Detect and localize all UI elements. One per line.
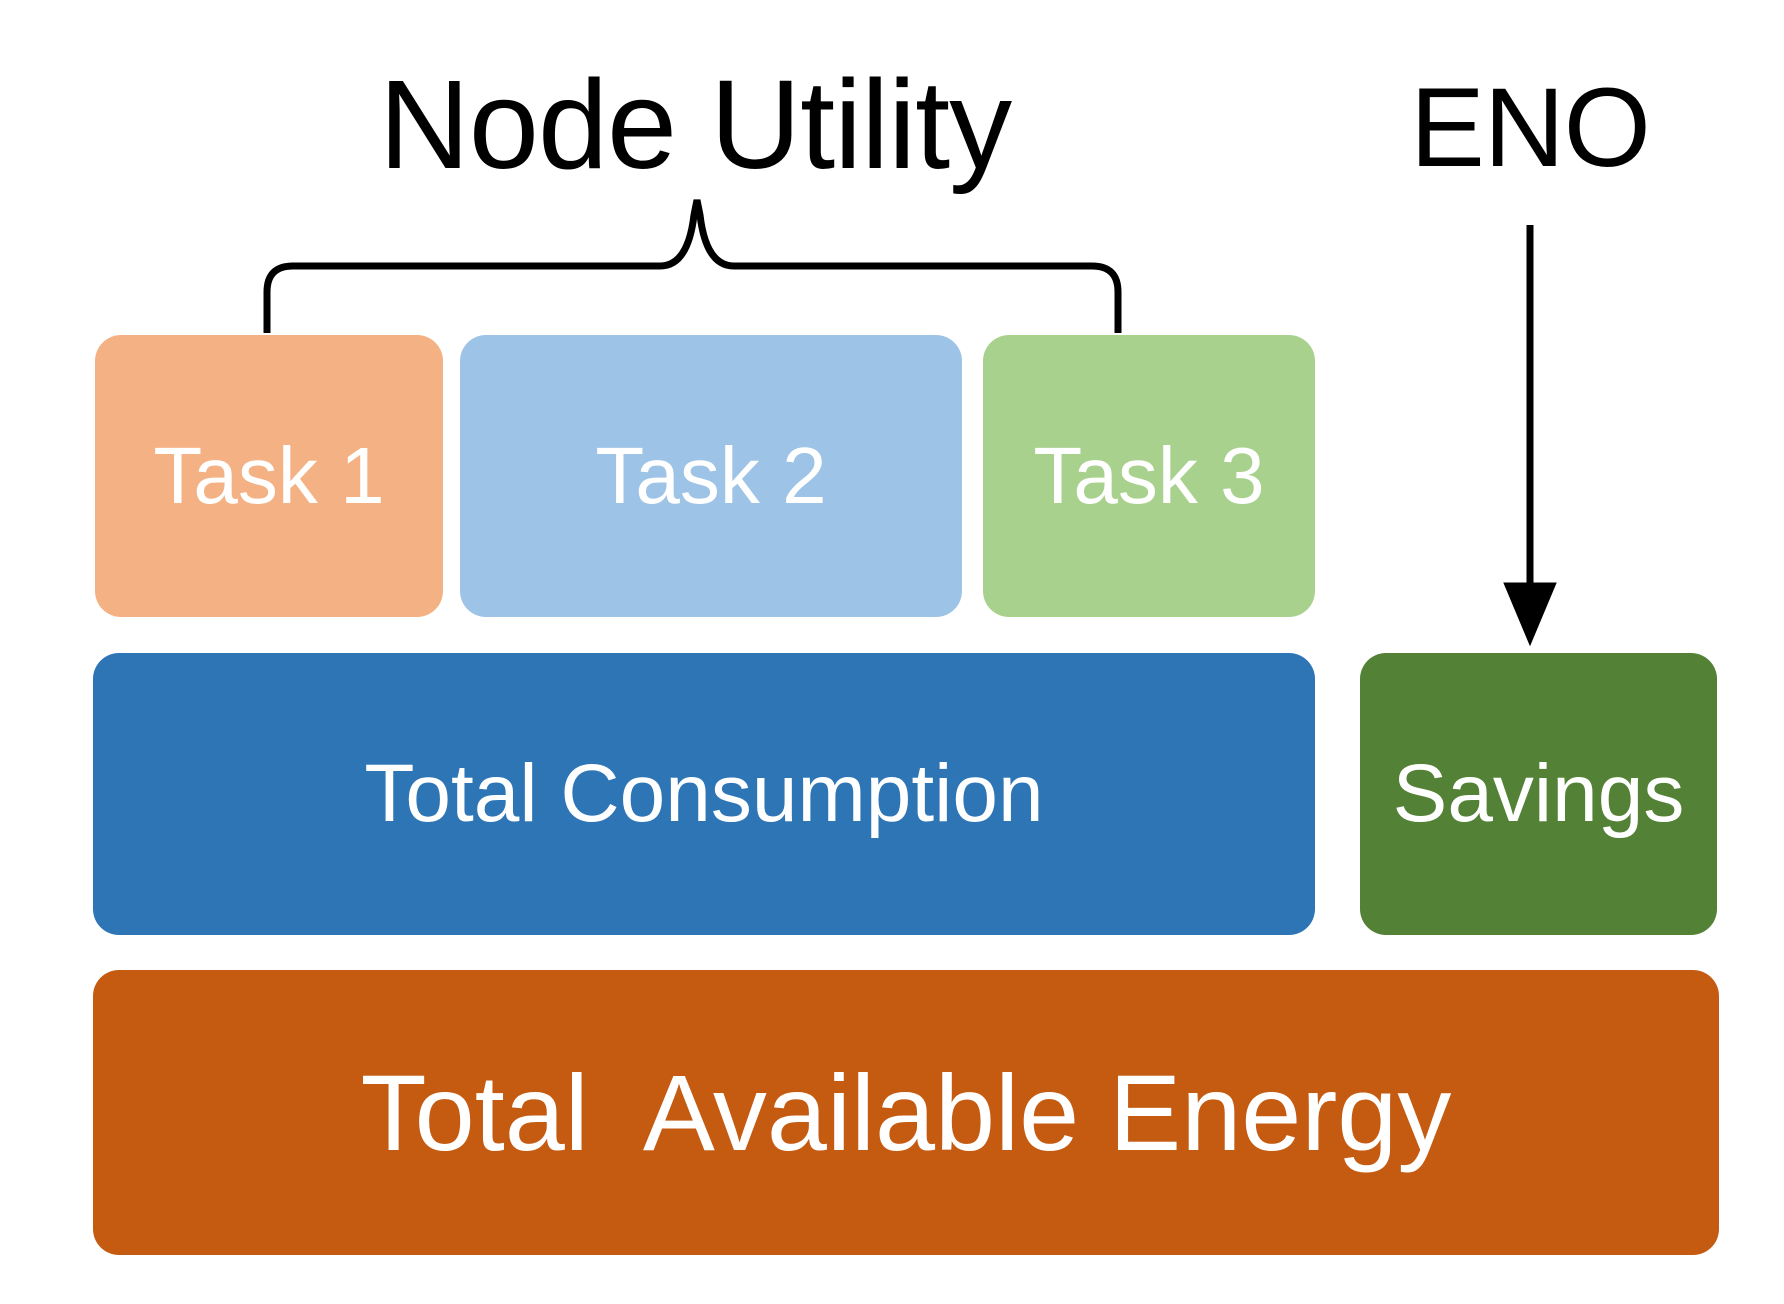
task-2-box: Task 2 [460, 335, 962, 617]
task-3-label: Task 3 [1033, 431, 1265, 520]
total-consumption-label: Total Consumption [364, 748, 1044, 839]
savings-box: Savings [1360, 653, 1717, 935]
total-consumption-box: Total Consumption [93, 653, 1315, 935]
total-available-energy-box: Total Available Energy [93, 970, 1719, 1255]
task-3-box: Task 3 [983, 335, 1315, 617]
task-1-label: Task 1 [153, 431, 385, 520]
total-available-energy-label: Total Available Energy [360, 1052, 1452, 1173]
task-2-label: Task 2 [595, 431, 827, 520]
node-utility-title: Node Utility [378, 54, 1012, 195]
curly-brace-icon [263, 199, 1122, 333]
eno-title: ENO [1410, 65, 1651, 190]
down-arrow-icon [1503, 225, 1557, 647]
task-1-box: Task 1 [95, 335, 443, 617]
savings-label: Savings [1392, 748, 1685, 839]
